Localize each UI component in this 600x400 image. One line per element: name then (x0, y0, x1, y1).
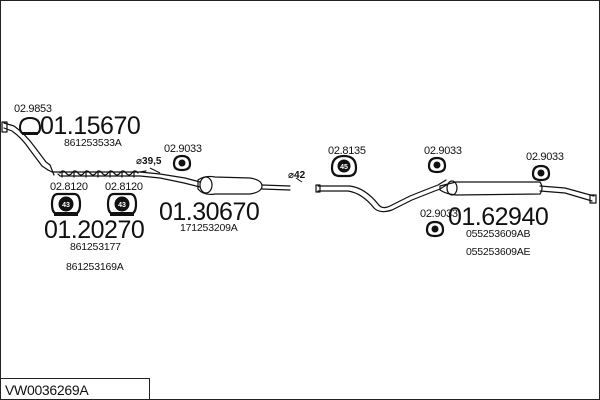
svg-text:43: 43 (62, 202, 70, 209)
bracket-02-8120-right-icon: 43 (106, 192, 138, 216)
hanger-code-02-9033-rear-right: 02.9033 (526, 151, 564, 163)
hanger-02-9033-rear-left-icon (427, 156, 447, 174)
hanger-02-9033-rear-right-icon (531, 164, 551, 182)
diameter-42-arrow-icon (295, 177, 303, 183)
part-number-01-62940: 01.62940 (448, 203, 549, 231)
clamp-code-02-9853: 02.9853 (14, 103, 52, 115)
reference-code: VW0036269A (5, 382, 89, 398)
hanger-code-02-9033-rear-lower: 02.9033 (420, 208, 458, 220)
diameter-39-5-arrow-icon (149, 167, 161, 174)
bracket-code-02-8120-right: 02.8120 (105, 181, 143, 193)
flex-pipe (47, 164, 147, 178)
svg-text:43: 43 (118, 202, 126, 209)
part-number-01-30670: 01.30670 (159, 198, 260, 226)
front-pipe (1, 121, 51, 171)
diameter-39-5-value: 39,5 (142, 156, 162, 167)
diameter-39-5-label: ⌀39,5 (136, 157, 162, 167)
rear-muffler (439, 180, 597, 204)
phi-symbol-2: ⌀ (288, 170, 295, 181)
centre-muffler (197, 175, 291, 196)
hanger-code-02-9033-centre: 02.9033 (164, 143, 202, 155)
middle-pipe (139, 171, 201, 188)
bracket-code-02-8135: 02.8135 (328, 145, 366, 157)
oem-861253533A: 861253533A (64, 137, 122, 149)
reference-box: VW0036269A (0, 378, 150, 399)
clamp-02-9853-icon (18, 116, 42, 135)
hanger-code-02-9033-rear-left: 02.9033 (424, 145, 462, 157)
bracket-02-8120-left-icon: 43 (50, 192, 82, 216)
oem-171253209A: 171253209A (180, 222, 238, 234)
part-number-01-15670: 01.15670 (40, 112, 141, 140)
hanger-02-9033-rear-lower-icon (425, 220, 445, 238)
hanger-02-9033-centre-icon (172, 154, 192, 172)
part-number-01-20270: 01.20270 (44, 216, 145, 244)
connecting-pipe (315, 179, 449, 213)
svg-text:45: 45 (340, 164, 348, 171)
oem-861253177: 861253177 (70, 241, 121, 253)
oem-861253169A: 861253169A (66, 261, 124, 273)
diameter-42-label: ⌀42 (288, 171, 305, 181)
oem-055253609AE: 055253609AE (466, 246, 531, 258)
bracket-02-8135-icon: 45 (330, 154, 358, 178)
diameter-42-value: 42 (294, 170, 306, 181)
phi-symbol: ⌀ (136, 156, 143, 167)
bracket-code-02-8120-left: 02.8120 (50, 181, 88, 193)
oem-055253609AB: 055253609AB (466, 228, 531, 240)
